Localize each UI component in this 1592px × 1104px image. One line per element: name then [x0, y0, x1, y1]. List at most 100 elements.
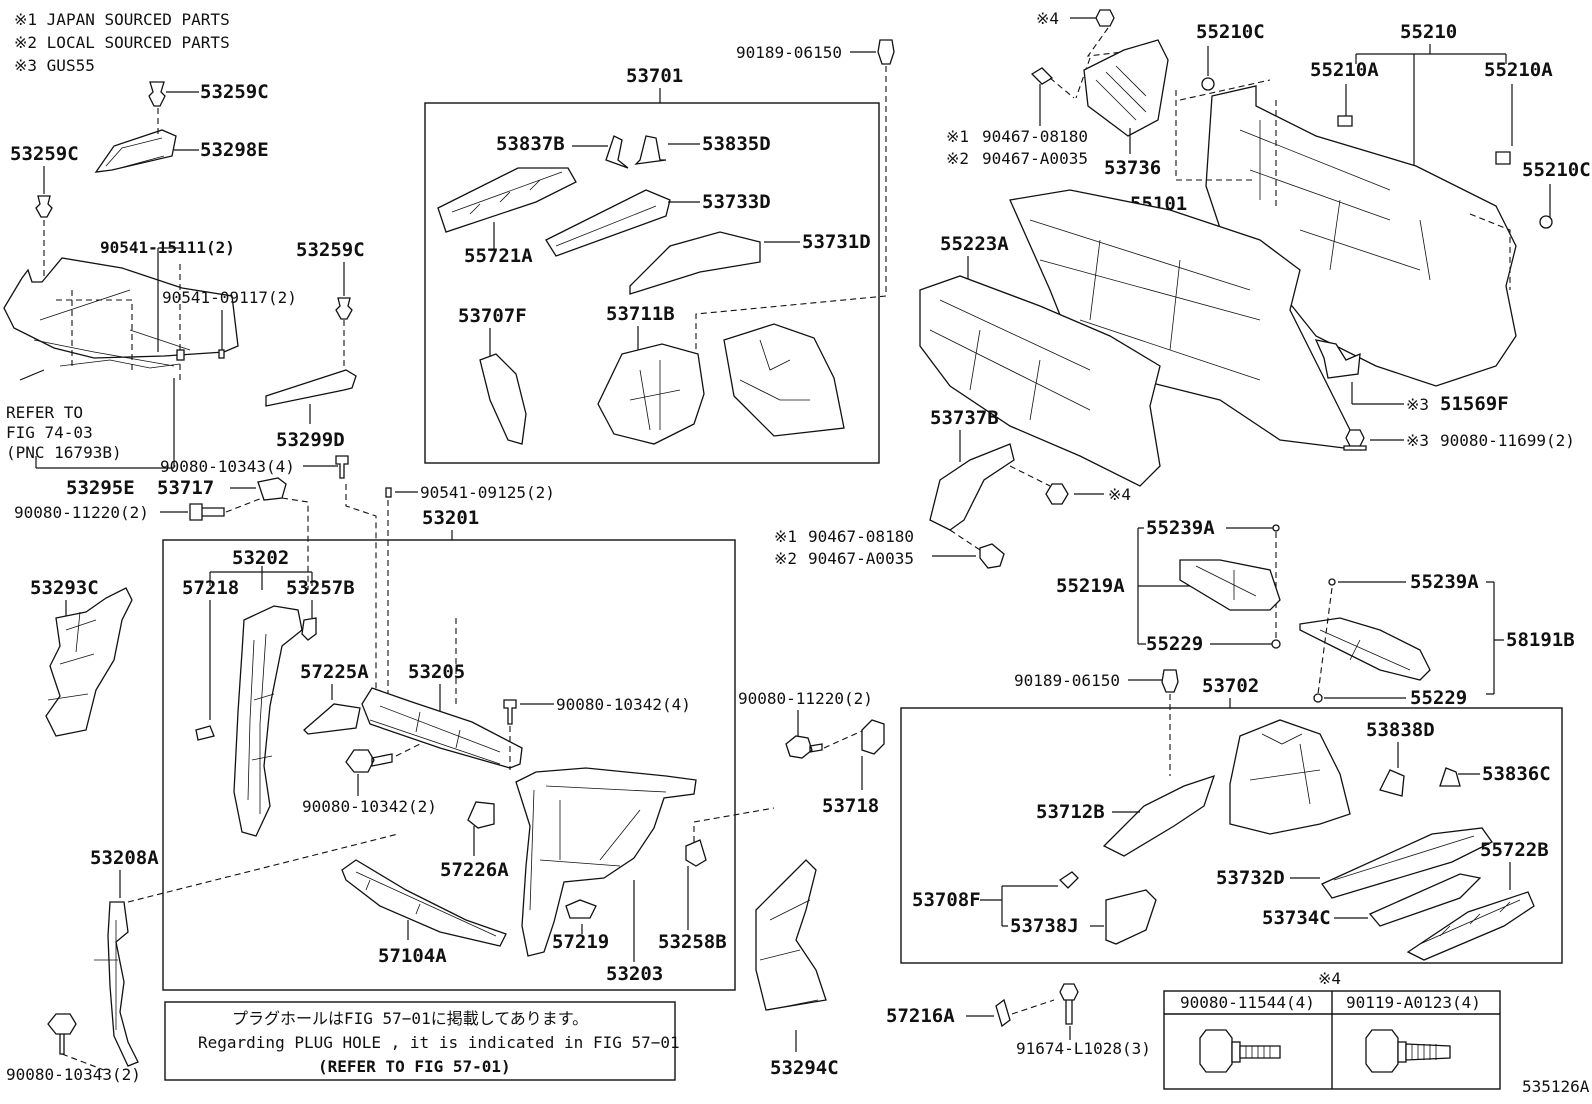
- label-51569F: 51569F: [1440, 393, 1509, 415]
- mark-4-mid: ※4: [1108, 485, 1131, 504]
- mark-3-90080-11699: ※3: [1406, 431, 1429, 450]
- mark-3-51569F: ※3: [1406, 395, 1429, 414]
- clip-53835D: [634, 135, 667, 165]
- label-57104A: 57104A: [378, 945, 447, 967]
- insulator-58191B: [1299, 617, 1431, 681]
- bracket-53718: [861, 719, 885, 755]
- label-53711B: 53711B: [606, 303, 675, 325]
- bolt-mark4-mid: [1045, 483, 1069, 505]
- label-90189-06150-top: 90189-06150: [736, 43, 842, 62]
- bracket-53293C: [45, 587, 133, 737]
- bolt-90080-10343-4: [335, 455, 349, 479]
- clip-90541-15111: [176, 349, 185, 361]
- label-90467-A0035-mid: 90467-A0035: [808, 549, 914, 568]
- silencer-55219A: [1179, 559, 1281, 611]
- label-53702: 53702: [1202, 675, 1259, 697]
- group-box-53201: [162, 539, 736, 991]
- clip-53708F: [1058, 871, 1079, 889]
- insulator-55223A: [919, 275, 1161, 487]
- label-55229-right: 55229: [1410, 687, 1467, 709]
- apron-upper-53702: [1229, 719, 1351, 835]
- label-57226A: 57226A: [440, 859, 509, 881]
- label-53205: 53205: [408, 661, 465, 683]
- label-53738J: 53738J: [1010, 915, 1079, 937]
- reinforcement-53732D: [1321, 827, 1493, 899]
- label-55223A: 55223A: [940, 233, 1009, 255]
- grommet-55210C-right: [1539, 215, 1553, 229]
- clip-53836C: [1439, 767, 1461, 787]
- mark-4-top: ※4: [1036, 9, 1059, 28]
- label-57225A: 57225A: [300, 661, 369, 683]
- label-53203: 53203: [606, 963, 663, 985]
- clip-53837B: [605, 135, 629, 169]
- member-53205: [361, 687, 523, 769]
- label-53736: 53736: [1104, 157, 1161, 179]
- clip-57216A: [995, 998, 1011, 1028]
- footnote-refer: (REFER TO FIG 57-01): [318, 1057, 511, 1076]
- note-gus55: ※3 GUS55: [14, 56, 95, 75]
- label-53708F: 53708F: [912, 889, 981, 911]
- label-90080-10343-2: 90080-10343(2): [6, 1065, 141, 1084]
- nut-90189-06150-top: [877, 39, 895, 65]
- label-53294C: 53294C: [770, 1057, 839, 1079]
- label-53838D: 53838D: [1366, 719, 1435, 741]
- mark-4-table: ※4: [1318, 969, 1341, 988]
- cover-53295E: [3, 257, 239, 359]
- bracket-53737B: [929, 443, 1015, 531]
- bolt-90080-10342-2: [345, 749, 393, 773]
- plug-55229-top: [1271, 639, 1281, 649]
- label-53707F: 53707F: [458, 305, 527, 327]
- nut-90189-06150-mid: [1161, 669, 1179, 693]
- label-55722B: 55722B: [1480, 839, 1549, 861]
- label-55210A-right: 55210A: [1484, 59, 1553, 81]
- bracket-55721A: [437, 167, 577, 233]
- clip-53259C-left: [35, 195, 53, 218]
- label-53202: 53202: [232, 547, 289, 569]
- bolt-91674-L1028: [1059, 983, 1079, 1025]
- label-53837B: 53837B: [496, 133, 565, 155]
- footnote-japanese: プラグホールはFIG 57−01に掲載してあります。: [232, 1009, 588, 1028]
- label-53712B: 53712B: [1036, 801, 1105, 823]
- bracket-57225A: [303, 703, 361, 735]
- figure-number: 535126A: [1522, 1077, 1590, 1096]
- plug-55239A-right: [1328, 578, 1336, 586]
- label-90541-09117: 90541-09117(2): [162, 288, 297, 307]
- label-53733D: 53733D: [702, 191, 771, 213]
- bracket-53294C: [755, 859, 827, 1011]
- label-53258B: 53258B: [658, 931, 727, 953]
- bracket-53717: [257, 477, 287, 501]
- label-55229-top: 55229: [1146, 633, 1203, 655]
- bracket-53258B: [685, 839, 707, 867]
- label-55210C-top: 55210C: [1196, 21, 1265, 43]
- label-90467-08180-mid: 90467-08180: [808, 527, 914, 546]
- mark-2-top: ※2: [946, 149, 969, 168]
- bracket-53738J: [1105, 889, 1157, 945]
- clip-53838D: [1379, 769, 1405, 797]
- bolt-90080-11544-illustration: [1199, 1029, 1281, 1073]
- label-53835D: 53835D: [702, 133, 771, 155]
- label-53732D: 53732D: [1216, 867, 1285, 889]
- frame-53203: [515, 767, 697, 957]
- label-90080-10342-2: 90080-10342(2): [302, 797, 437, 816]
- label-58191B: 58191B: [1506, 629, 1575, 651]
- refer-line-1: REFER TO: [6, 403, 83, 422]
- label-55219A: 55219A: [1056, 575, 1125, 597]
- label-57218: 57218: [182, 577, 239, 599]
- label-90189-06150-mid: 90189-06150: [1014, 671, 1120, 690]
- label-53293C: 53293C: [30, 577, 99, 599]
- footnote-box: [164, 1001, 676, 1081]
- label-53737B: 53737B: [930, 407, 999, 429]
- label-90467-A0035-top: 90467-A0035: [982, 149, 1088, 168]
- bracket-53298E: [94, 129, 177, 173]
- bracket-57226A: [467, 801, 495, 829]
- bolt-90080-11220-left: [189, 503, 225, 521]
- label-55721A: 55721A: [464, 245, 533, 267]
- label-90080-11220-left: 90080-11220(2): [14, 503, 149, 522]
- label-53201: 53201: [422, 507, 479, 529]
- bolt-90080-11220-right: [785, 735, 823, 759]
- label-53257B: 53257B: [286, 577, 355, 599]
- label-57216A: 57216A: [886, 1005, 955, 1027]
- label-55210: 55210: [1400, 21, 1457, 43]
